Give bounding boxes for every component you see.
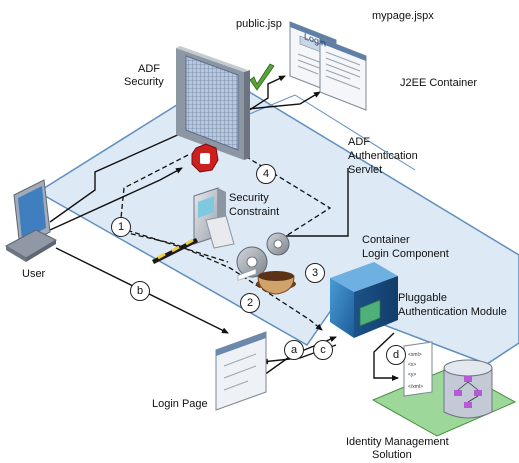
user-label: User (22, 268, 46, 280)
identity-label-line2: Solution (372, 449, 412, 461)
mypage-jspx-page (319, 37, 367, 111)
container-notch (234, 94, 416, 171)
security-constraint-label-line2: Constraint (229, 206, 280, 218)
adf-security-icon (176, 46, 250, 160)
adf-auth-servlet-label-line1: ADF (348, 136, 370, 148)
adf-security-label-line1: ADF (138, 63, 160, 75)
security-constraint-label-line1: Security (229, 192, 269, 204)
j2ee-container-platform (36, 75, 519, 365)
step-4: 4 (256, 164, 276, 184)
dashed-flows (119, 147, 332, 331)
step-3: 3 (305, 263, 325, 283)
login-page-icon (215, 268, 267, 411)
directory-tree-icon (443, 359, 493, 419)
adf-auth-servlet-label-line3: Servlet (348, 164, 383, 176)
j2ee-container-label: J2EE Container (400, 77, 478, 89)
pam-label-line1: Pluggable (398, 292, 447, 304)
xml-document-icon: <xml> <x> <y> </xml> (403, 341, 433, 397)
step-a: a (284, 340, 304, 360)
step-d: d (386, 345, 406, 365)
user-computer-icon (4, 179, 58, 262)
checkmark-icon (249, 63, 275, 91)
adf-auth-servlet-label-line2: Authentication (348, 150, 418, 162)
svg-text:<xml>: <xml> (408, 352, 422, 358)
step-b: b (130, 281, 150, 301)
svg-text:</xml>: </xml> (408, 384, 423, 390)
step-c: c (313, 340, 333, 360)
adf-security-label-line2: Security (124, 76, 164, 88)
container-login-label-line1: Container (362, 234, 410, 246)
pam-cube-icon (330, 262, 398, 338)
gears-icon (236, 232, 296, 295)
svg-text:<x>: <x> (408, 362, 416, 368)
svg-text:<y>: <y> (408, 372, 416, 378)
step-2: 2 (240, 293, 260, 313)
public-jsp-label: public.jsp (236, 18, 282, 30)
login-page-label: Login Page (152, 398, 208, 410)
pam-label-line2: Authentication Module (398, 306, 507, 318)
stop-sign-icon (191, 143, 219, 173)
security-constraint-icon (152, 187, 235, 264)
step-1: 1 (111, 217, 131, 237)
container-login-label-line2: Login Component (362, 248, 449, 260)
mypage-jspx-label: mypage.jspx (372, 10, 434, 22)
identity-label-line1: Identity Management (346, 436, 449, 448)
